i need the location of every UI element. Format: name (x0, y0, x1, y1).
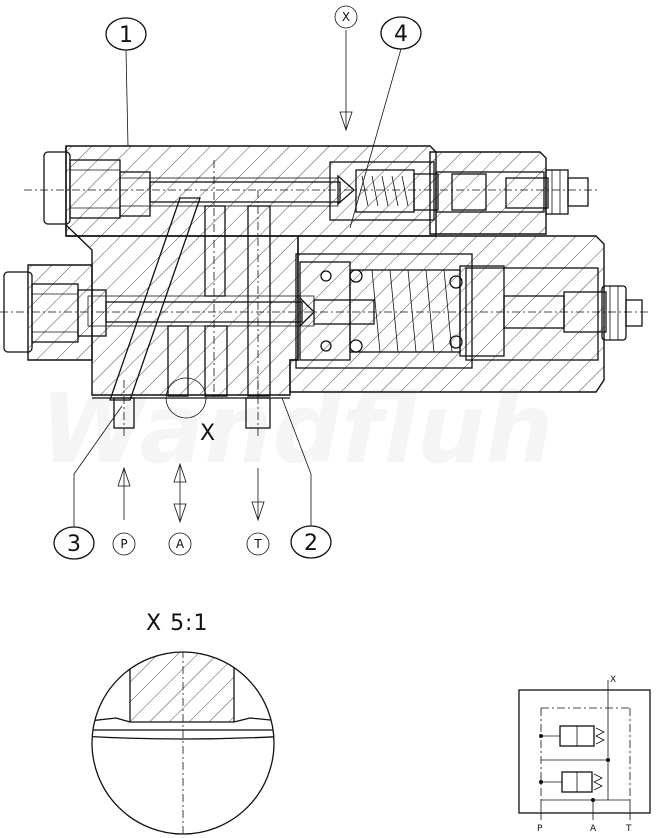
port-a-label: A (176, 537, 185, 551)
port-t: T (246, 468, 270, 556)
schematic-a-label: A (590, 824, 597, 834)
upper-adjust-screw (505, 169, 589, 215)
callout-1-label: 1 (119, 23, 133, 48)
lower-main-spool (105, 261, 505, 361)
upper-pilot-spool (149, 169, 487, 213)
callout-4: 4 (349, 16, 422, 229)
callout-3: 3 (53, 405, 123, 560)
port-t-label: T (253, 537, 262, 551)
callout-3-label: 3 (67, 532, 81, 557)
center-lines (0, 160, 650, 436)
port-x-top: X (334, 5, 358, 132)
vertical-channels (109, 197, 271, 401)
detail-marker-label: X (200, 421, 216, 446)
hydraulic-schematic: X P A T (518, 675, 651, 834)
port-x-top-label: X (342, 10, 350, 24)
callout-2-label: 2 (304, 531, 318, 556)
port-p-label: P (120, 537, 127, 551)
valve-body (27, 145, 605, 396)
upper-left-plug (43, 151, 151, 225)
detail-title: X 5:1 (146, 611, 208, 636)
detail-marker: X (165, 377, 216, 446)
schematic-x-label: X (610, 675, 616, 685)
schematic-p-label: P (537, 824, 543, 834)
port-p: P (112, 466, 136, 556)
schematic-t-label: T (625, 824, 632, 834)
detail-view (91, 651, 275, 835)
callout-2: 2 (281, 397, 332, 559)
callout-1: 1 (105, 17, 147, 147)
port-a: A (168, 462, 192, 556)
callout-4-label: 4 (394, 22, 408, 47)
